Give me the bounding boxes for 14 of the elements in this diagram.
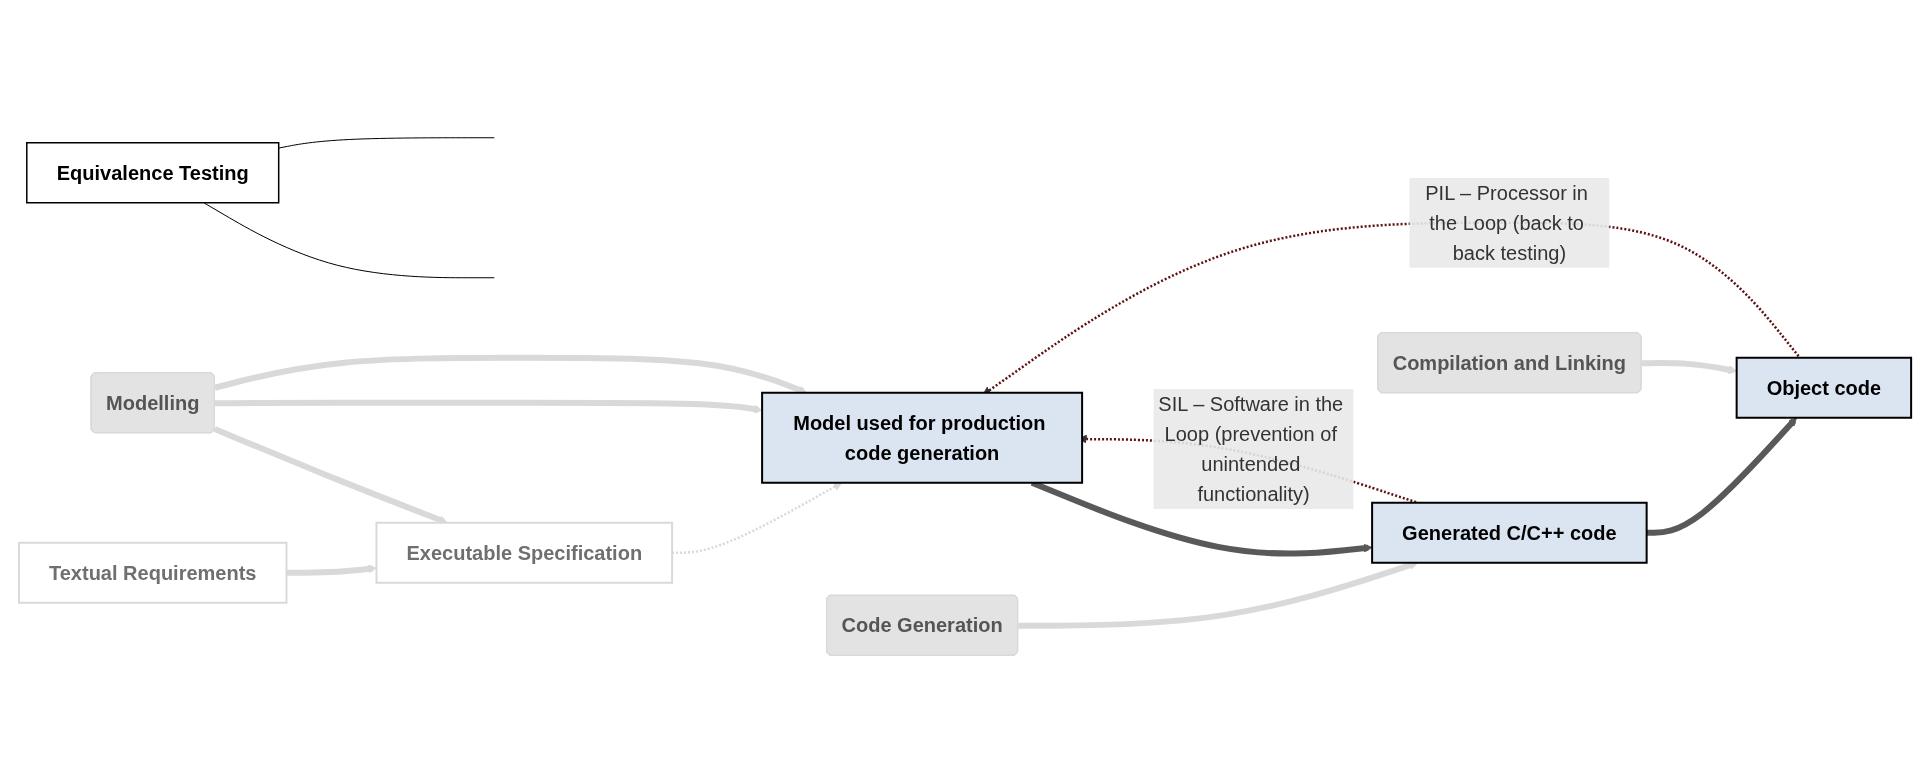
node-box: Executable Specification [375,521,674,584]
arrow [215,399,763,414]
arrow [1641,360,1738,375]
node-box: Textual Requirements [18,541,288,604]
arrow [983,221,1802,396]
node-box: Generated C/C++ code [1371,501,1649,564]
arrow [1018,561,1419,629]
node-box: Equivalence Testing [26,142,280,204]
connector [203,202,496,279]
arrow [1647,417,1798,536]
node-box: Object code [1736,356,1913,419]
edge-label: PIL – Processor in the Loop (back to back testing) [1425,181,1589,264]
node-box: Model used for production code generation [761,391,1084,484]
edge-label: SIL – Software in the Loop (prevention of unintended functionality) [1158,392,1344,505]
